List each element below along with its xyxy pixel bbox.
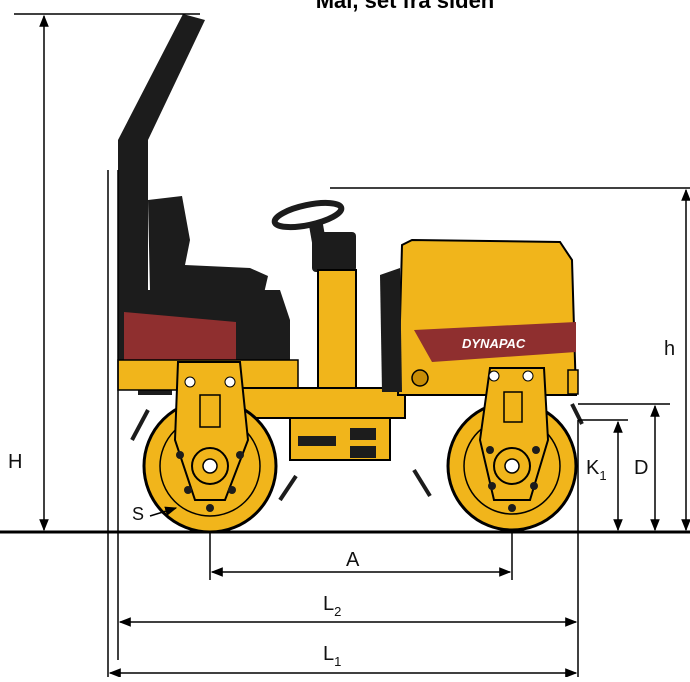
label-L1-sub: 1	[334, 654, 341, 669]
steering-wheel	[271, 199, 345, 231]
label-S: S	[132, 504, 144, 524]
seat	[148, 196, 268, 306]
label-L1-main: L	[323, 643, 334, 665]
front-red-band	[414, 322, 576, 362]
label-H: H	[8, 451, 22, 473]
label-A: A	[346, 549, 360, 571]
label-K: K1	[586, 457, 607, 483]
label-K-sub: 1	[599, 468, 606, 483]
steering-pillar	[317, 269, 357, 391]
label-L2-main: L	[323, 593, 334, 615]
dimension-lines	[14, 13, 690, 678]
diagram-title: Mål, set fra siden	[315, 0, 495, 13]
front-dark-panel	[380, 268, 402, 392]
brand-logo: DYNAPAC	[462, 336, 526, 351]
label-L1: L1	[323, 643, 341, 669]
front-lamp	[411, 369, 429, 387]
front-drum	[446, 367, 578, 532]
compactor-roller: DYNAPAC	[117, 14, 584, 534]
label-h: h	[664, 338, 675, 360]
label-K-main: K	[586, 457, 600, 479]
label-D: D	[634, 457, 648, 479]
label-L2: L2	[323, 593, 341, 619]
rear-drum	[142, 361, 278, 534]
rops-frame	[118, 14, 205, 370]
rear-red-band	[124, 312, 236, 360]
dim-S-pointer	[149, 506, 178, 517]
label-L2-sub: 2	[334, 604, 341, 619]
